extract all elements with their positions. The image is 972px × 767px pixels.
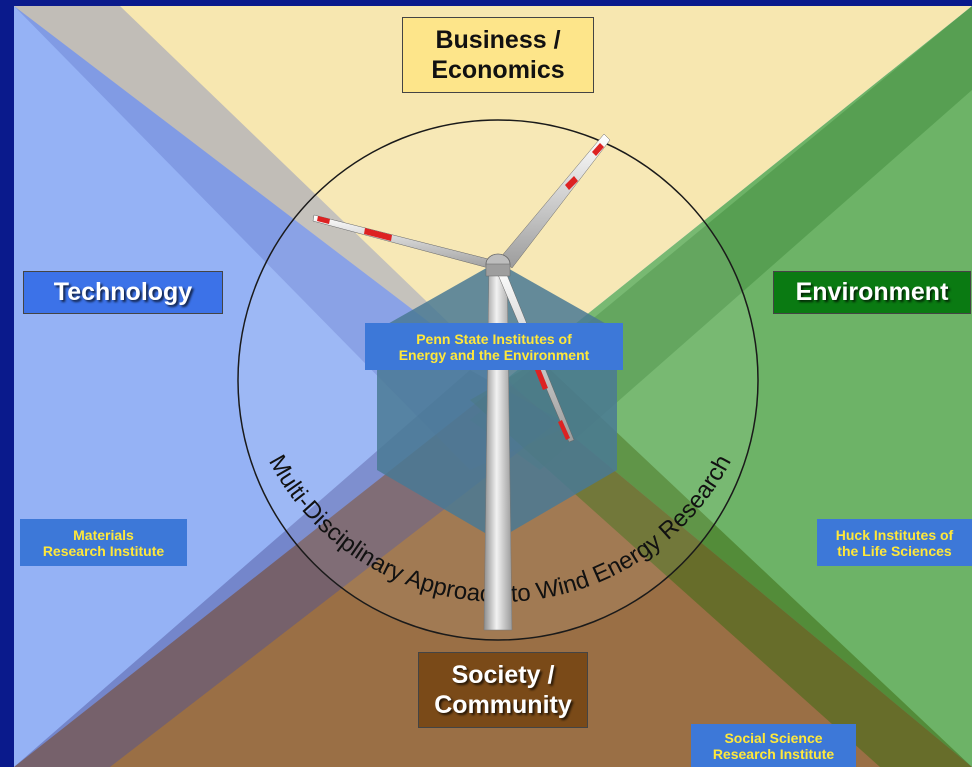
technology-label-text: Technology	[53, 278, 193, 306]
blade-stripe	[317, 216, 330, 224]
blade-stripe	[364, 228, 392, 241]
huck-line2: the Life Sciences	[837, 542, 952, 559]
huck-line1: Huck Institutes of	[835, 526, 954, 543]
blade-stripe	[535, 368, 548, 390]
technology-label: Technology	[23, 271, 223, 314]
social-line1: Social Science	[724, 729, 823, 746]
penn-state-institutes-label: Penn State Institutes of Energy and the …	[365, 323, 623, 370]
business-label-line2: Economics	[431, 56, 565, 84]
environment-quadrant	[505, 6, 972, 767]
blade-stripe	[565, 176, 578, 190]
materials-line1: Materials	[73, 526, 134, 543]
environment-label: Environment	[773, 271, 971, 314]
business-label-line1: Business /	[435, 26, 561, 54]
penn-state-line1: Penn State Institutes of	[416, 330, 572, 347]
turbine-nacelle	[485, 263, 511, 277]
social-science-research-institute-label: Social Science Research Institute	[691, 724, 856, 767]
environment-label-text: Environment	[795, 278, 949, 306]
materials-line2: Research Institute	[42, 542, 165, 559]
society-label-line2: Community	[434, 691, 572, 719]
business-economics-label: Business / Economics	[402, 17, 594, 93]
blade-stripe	[558, 420, 570, 440]
technology-quadrant	[14, 6, 505, 767]
materials-research-institute-label: Materials Research Institute	[20, 519, 187, 566]
social-line2: Research Institute	[712, 745, 835, 762]
turbine-tower	[483, 264, 513, 631]
huck-institutes-label: Huck Institutes of the Life Sciences	[817, 519, 972, 566]
business-quadrant	[14, 6, 972, 380]
penn-state-line2: Energy and the Environment	[398, 346, 590, 363]
blade-stripe	[592, 143, 604, 156]
society-community-label: Society / Community	[418, 652, 588, 728]
society-label-line1: Society /	[451, 661, 555, 689]
